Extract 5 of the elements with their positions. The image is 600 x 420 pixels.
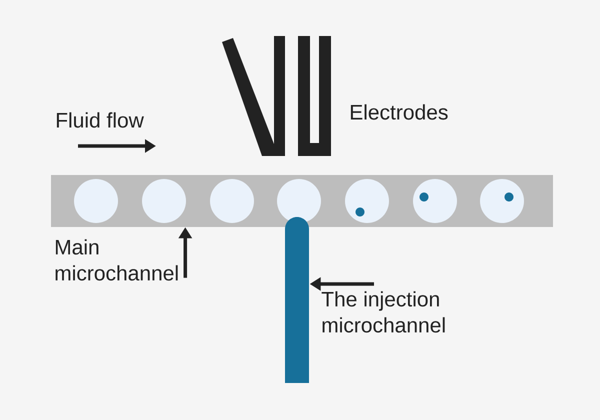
channel-label: Main microchannel	[56, 239, 178, 281]
text-label: Fluid flow	[56, 112, 144, 128]
channel-label: The injection microchannel	[322, 291, 445, 333]
text-label: Electrodes	[350, 104, 448, 120]
injection-channel	[285, 217, 309, 383]
